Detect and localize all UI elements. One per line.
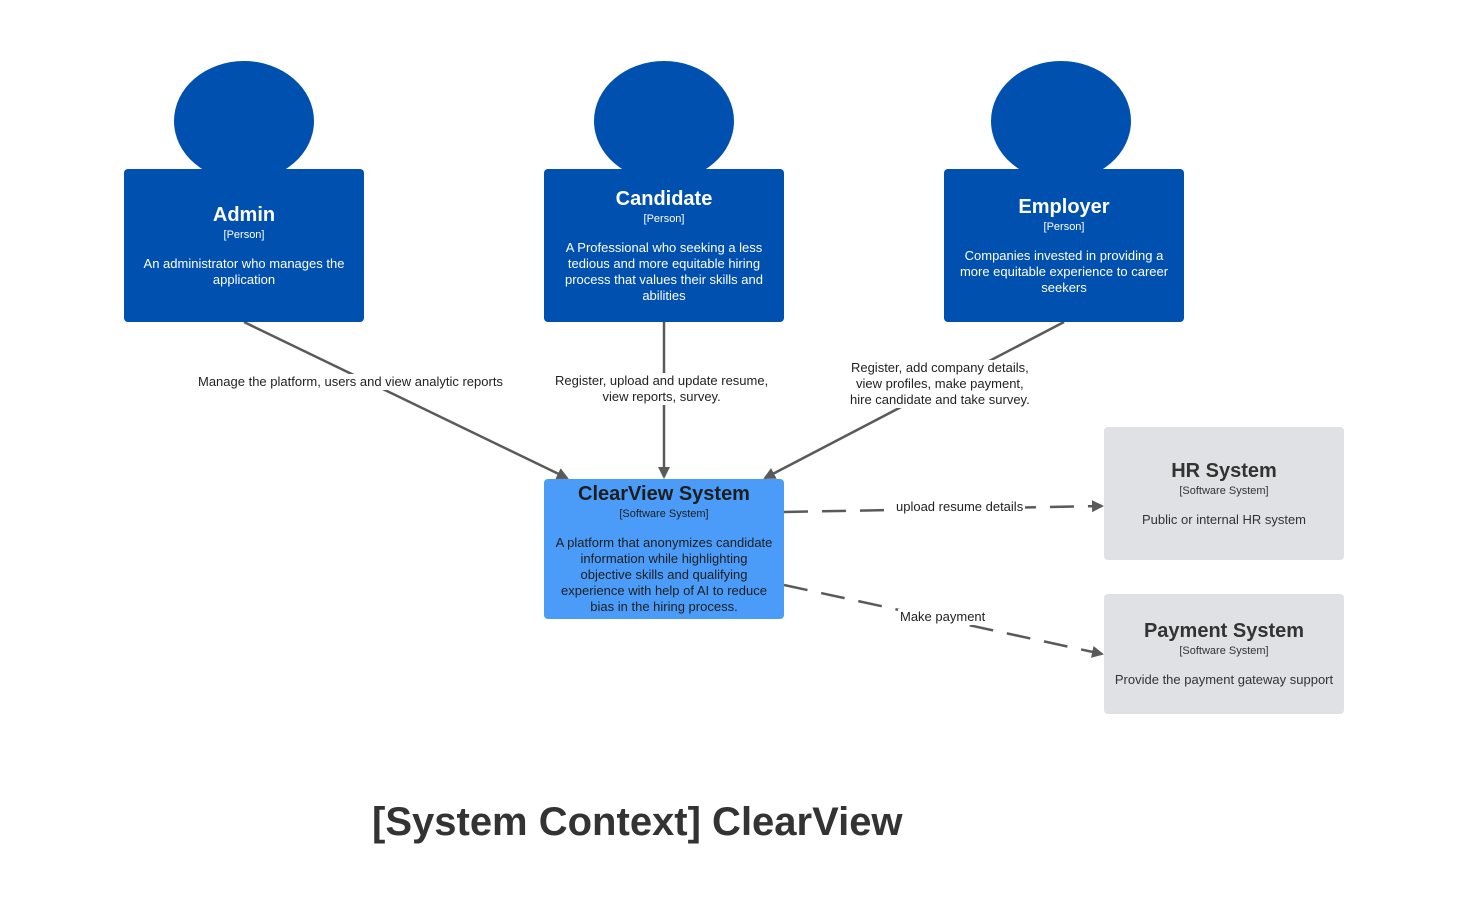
candidate-relationship-line1: Register, upload and update resume,: [555, 373, 769, 388]
employer-relationship-line2: view profiles, make payment,: [856, 376, 1024, 391]
payment-system-box[interactable]: Payment System [Software System] Provide…: [1104, 594, 1344, 714]
payment-system-type: [Software System]: [1179, 645, 1269, 657]
admin-type: [Person]: [223, 228, 265, 241]
candidate-description: A Professional who seeking a less tediou…: [565, 239, 763, 303]
candidate-name: Candidate: [615, 187, 713, 210]
hr-system-name: HR System: [1171, 459, 1277, 482]
clearview-system-type: [Software System]: [619, 508, 709, 520]
employer-relationship-label: Register, add company details, view prof…: [848, 360, 1032, 408]
admin-relationship-label: Manage the platform, users and view anal…: [196, 374, 505, 390]
clearview-system-name: ClearView System: [578, 483, 750, 505]
hr-relationship-label: upload resume details: [894, 499, 1026, 515]
clearview-system-box[interactable]: ClearView System [Software System] A pla…: [544, 479, 784, 619]
candidate-relationship-line2: view reports, survey.: [602, 389, 721, 404]
hr-relationship-text: upload resume details: [896, 499, 1024, 514]
employer-relationship-line1: Register, add company details,: [850, 360, 1029, 375]
admin-description: An administrator who manages the applica…: [143, 255, 345, 287]
employer-description: Companies invested in providing a more e…: [959, 247, 1169, 295]
candidate-person-head-icon: [594, 61, 734, 181]
employer-relationship-line3: hire candidate and take survey.: [850, 392, 1030, 407]
admin-to-clearview-connector: [243, 320, 569, 480]
payment-system-name: Payment System: [1143, 620, 1305, 642]
hr-system-description: Public or internal HR system: [1142, 511, 1306, 527]
employer-person-box[interactable]: Employer [Person] Companies invested in …: [944, 169, 1184, 322]
candidate-type: [Person]: [643, 212, 685, 225]
candidate-person-box[interactable]: Candidate [Person] A Professional who se…: [544, 169, 784, 322]
employer-name: Employer: [1018, 195, 1110, 218]
candidate-relationship-label: Register, upload and update resume, view…: [553, 373, 771, 405]
payment-relationship-text: Make payment: [900, 609, 986, 624]
clearview-system-description: A platform that anonymizes candidate inf…: [555, 535, 773, 614]
employer-person-head-icon: [991, 61, 1131, 181]
payment-system-description: Provide the payment gateway support: [1114, 672, 1334, 687]
hr-system-type: [Software System]: [1179, 484, 1269, 497]
diagram-title: [System Context] ClearView: [372, 800, 903, 844]
payment-relationship-label: Make payment: [898, 609, 988, 625]
admin-relationship-text: Manage the platform, users and view anal…: [198, 374, 503, 389]
employer-type: [Person]: [1043, 220, 1085, 233]
hr-system-box[interactable]: HR System [Software System] Public or in…: [1104, 427, 1344, 560]
admin-person-head-icon: [174, 61, 314, 181]
admin-person-box[interactable]: Admin [Person] An administrator who mana…: [124, 169, 364, 322]
admin-name: Admin: [212, 203, 276, 226]
